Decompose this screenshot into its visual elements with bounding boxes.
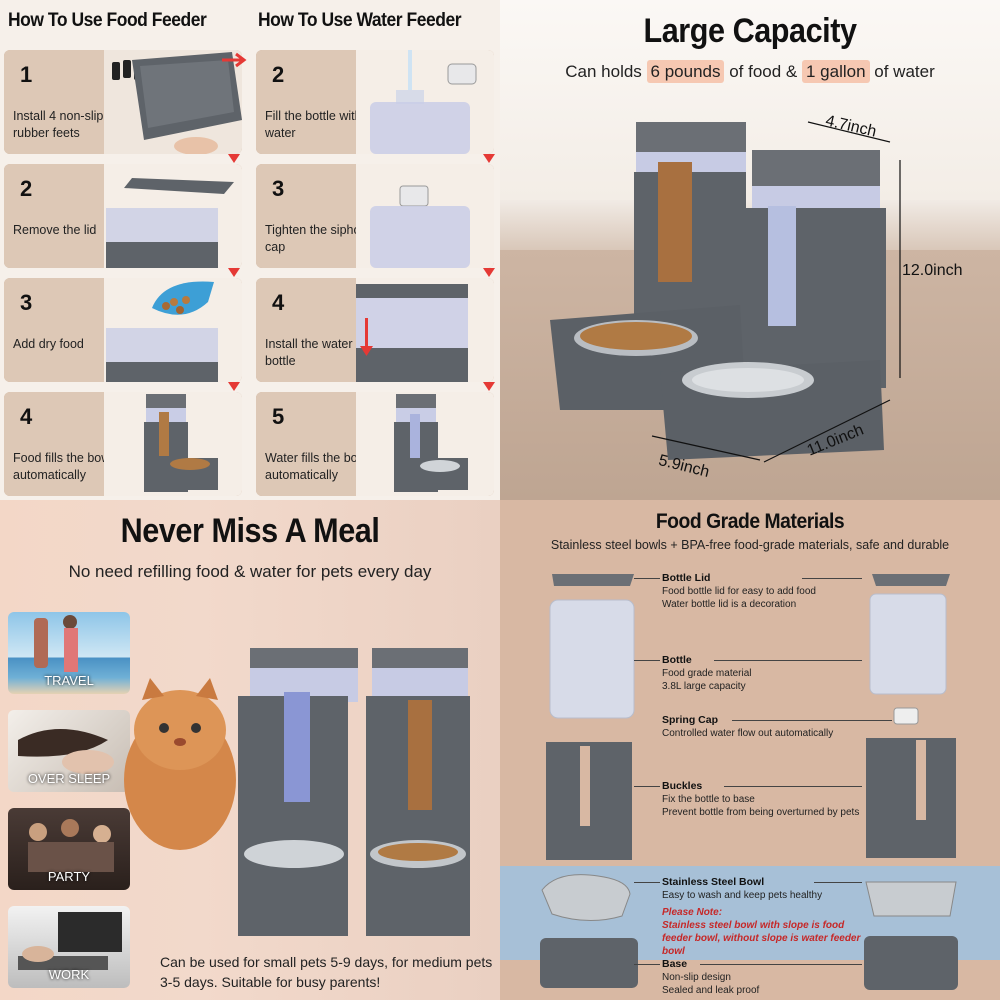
water-step-2-text: Fill the bottle with water xyxy=(265,109,362,140)
capacity-panel: Large Capacity Can holds 6 pounds of foo… xyxy=(500,0,1000,500)
rubber-feet-image xyxy=(104,50,242,154)
cat-with-feeders-image xyxy=(124,648,470,936)
food-step-1-text: Install 4 non-slip rubber feets xyxy=(13,109,104,140)
scene-travel: TRAVEL xyxy=(8,612,130,694)
siphon-cap-image xyxy=(356,164,494,268)
capacity-title: Large Capacity xyxy=(643,12,857,50)
food-feeder-parts-image xyxy=(540,574,638,988)
materials-panel: Food Grade Materials Stainless steel bow… xyxy=(500,500,1000,1000)
meal-note: Can be used for small pets 5-9 days, for… xyxy=(160,954,493,990)
water-feeder-assembled-image xyxy=(356,392,494,496)
never-miss-panel: Never Miss A Meal No need refilling food… xyxy=(0,500,500,1000)
down-arrow-icon xyxy=(228,268,240,277)
food-step-4: 4 Food fills the bowl automatically xyxy=(4,392,242,496)
down-arrow-icon xyxy=(483,382,495,391)
remove-lid-image xyxy=(104,164,242,268)
note-text: Stainless steel bowl with slope is food … xyxy=(662,920,861,957)
part-bottle-lid: Bottle Lid Food bottle lid for easy to a… xyxy=(662,572,816,610)
water-step-2: 2 Fill the bottle with water xyxy=(256,50,494,154)
water-step-3-text: Tighten the siphon cap xyxy=(265,223,368,254)
materials-subtitle: Stainless steel bowls + BPA-free food-gr… xyxy=(550,538,950,552)
part-buckles: Buckles Fix the bottle to base Prevent b… xyxy=(662,780,860,818)
install-bottle-image xyxy=(356,278,494,382)
food-step-3: 3 Add dry food xyxy=(4,278,242,382)
how-to-use-panel: How To Use Food Feeder How To Use Water … xyxy=(0,0,500,500)
dim-height: 12.0inch xyxy=(902,262,963,279)
down-arrow-icon xyxy=(228,154,240,163)
add-food-image xyxy=(104,278,242,382)
water-feeder-parts-image xyxy=(864,574,958,990)
down-arrow-icon xyxy=(228,382,240,391)
scene-over-sleep: OVER SLEEP xyxy=(8,710,130,792)
meal-title: Never Miss A Meal xyxy=(120,512,380,550)
food-step-1: 1 Install 4 non-slip rubber feets xyxy=(4,50,242,154)
water-feeder-heading: How To Use Water Feeder xyxy=(258,10,462,31)
food-step-2-text: Remove the lid xyxy=(13,223,97,237)
fill-bottle-image xyxy=(356,50,494,154)
food-step-2: 2 Remove the lid xyxy=(4,164,242,268)
down-arrow-icon xyxy=(483,154,495,163)
right-arrow-icon xyxy=(222,52,247,68)
feeder-dimensions-image xyxy=(550,121,901,463)
food-feeder-heading: How To Use Food Feeder xyxy=(8,10,207,31)
part-spring-cap: Spring Cap Controlled water flow out aut… xyxy=(662,714,834,739)
materials-title: Food Grade Materials xyxy=(655,510,845,533)
capacity-subtitle: Can holds 6 pounds of food & 1 gallon of… xyxy=(565,60,935,83)
food-step-3-text: Add dry food xyxy=(13,337,84,351)
water-step-5-text: Water fills the bowl automatically xyxy=(265,451,370,482)
food-step-4-text: Food fills the bowl automatically xyxy=(13,451,114,482)
water-step-5: 5 Water fills the bowl automatically xyxy=(256,392,494,496)
water-step-4: 4 Install the water bottle xyxy=(256,278,494,382)
part-bottle: Bottle Food grade material 3.8L large ca… xyxy=(662,654,752,692)
scene-party: PARTY xyxy=(8,808,130,890)
food-feeder-assembled-image xyxy=(104,392,242,496)
down-arrow-icon xyxy=(483,268,495,277)
meal-subtitle: No need refilling food & water for pets … xyxy=(68,562,432,581)
part-base: Base Non-slip design Sealed and leak pro… xyxy=(662,958,760,996)
water-step-4-text: Install the water bottle xyxy=(265,337,353,368)
part-stainless-bowl: Stainless Steel Bowl Easy to wash and ke… xyxy=(662,876,861,957)
note-title: Please Note: xyxy=(662,907,723,918)
scene-work: WORK xyxy=(8,906,130,988)
water-step-3: 3 Tighten the siphon cap xyxy=(256,164,494,268)
